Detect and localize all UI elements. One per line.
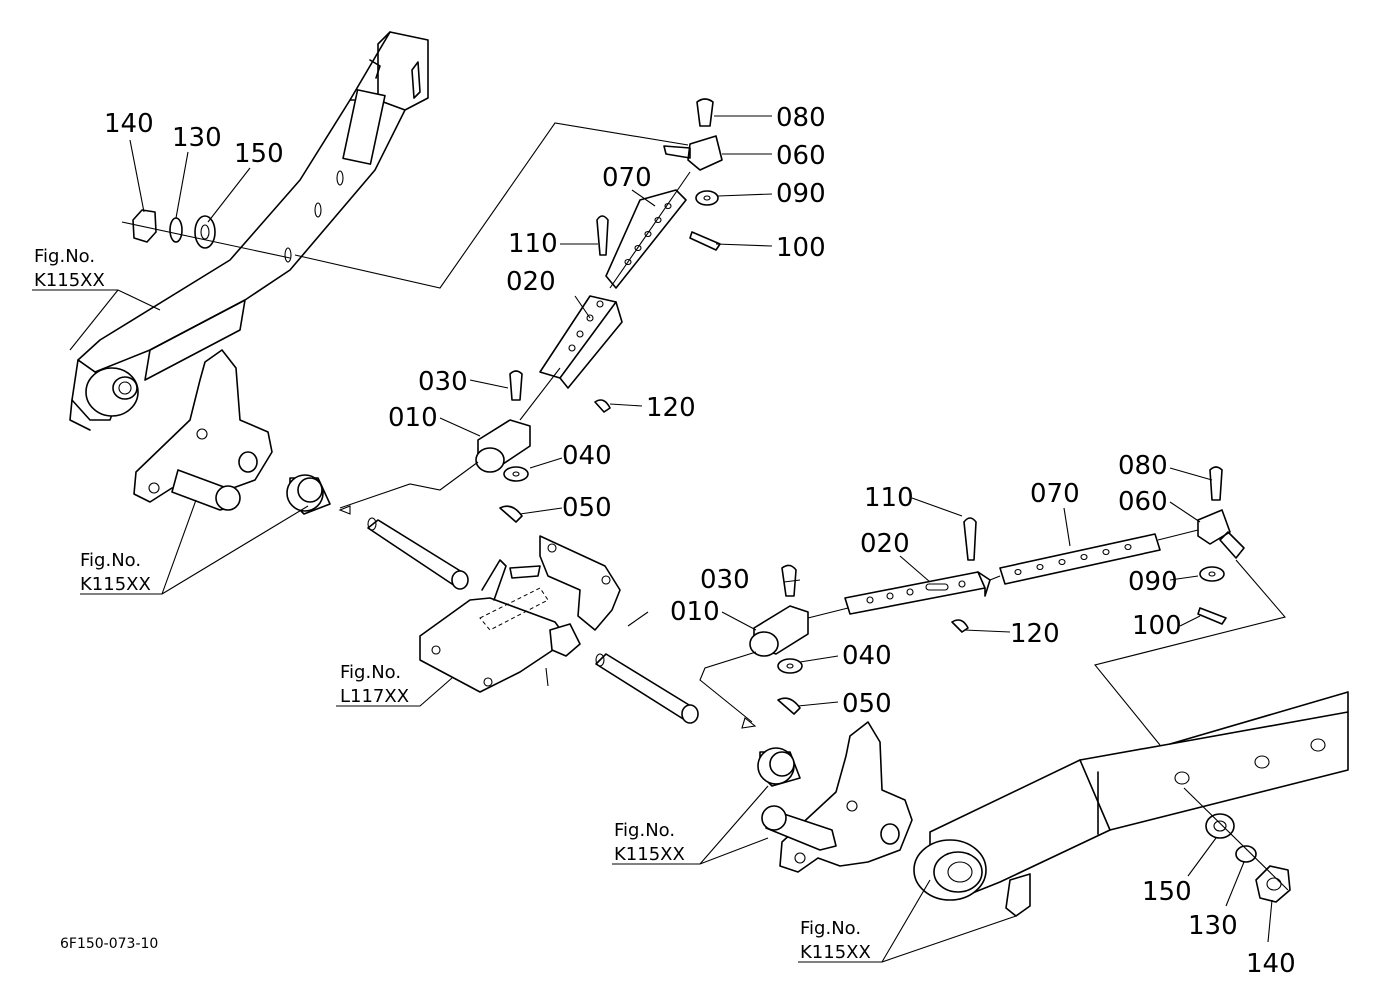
fig-ref-label: Fig.No. (80, 550, 141, 571)
callout-right-090: 090 (1128, 567, 1178, 597)
fig-reference-lower-left: Fig.No. K115XX (80, 550, 151, 595)
callout-left-030: 030 (418, 367, 468, 397)
callout-right-080: 080 (1118, 451, 1168, 481)
callout-right-150: 150 (1142, 877, 1192, 907)
right-leader-lines (699, 559, 1286, 746)
callout-right-070: 070 (1030, 479, 1080, 509)
callout-left-040: 040 (562, 441, 612, 471)
callout-right-100: 100 (1132, 611, 1182, 641)
left-check-chain-assembly (475, 98, 723, 523)
callouts-left: 140 130 150 080 060 070 090 110 100 020 … (104, 103, 826, 523)
callout-left-010: 010 (388, 403, 438, 433)
right-bracket-plate (761, 721, 913, 873)
callout-left-050: 050 (562, 493, 612, 523)
diagram-code: 6F150-073-10 (60, 936, 158, 952)
center-bracket-plate (419, 535, 649, 693)
left-lower-link-arm (69, 31, 429, 431)
callout-left-090: 090 (776, 179, 826, 209)
callout-left-130: 130 (172, 123, 222, 153)
callouts-right: 080 060 110 070 020 030 090 010 120 100 … (670, 451, 1296, 979)
callout-left-110: 110 (508, 229, 558, 259)
callout-left-140: 140 (104, 109, 154, 139)
callout-right-060: 060 (1118, 487, 1168, 517)
callout-left-120: 120 (646, 393, 696, 423)
callout-right-130: 130 (1188, 911, 1238, 941)
callout-right-020: 020 (860, 529, 910, 559)
fig-reference-upper-left: Fig.No. K115XX (34, 246, 105, 291)
fig-ref-number: L117XX (340, 686, 409, 707)
left-long-pin (367, 517, 469, 590)
fig-reference-center: Fig.No. L117XX (340, 662, 409, 707)
fig-ref-label: Fig.No. (800, 918, 861, 939)
right-collar (757, 747, 801, 787)
callout-left-060: 060 (776, 141, 826, 171)
fig-ref-number: K115XX (614, 844, 685, 865)
callout-left-080: 080 (776, 103, 826, 133)
callout-right-050: 050 (842, 689, 892, 719)
fig-ref-leaders (32, 289, 1017, 963)
callout-right-110: 110 (864, 483, 914, 513)
right-long-pin (595, 653, 699, 724)
fig-reference-bottom-right: Fig.No. K115XX (800, 918, 871, 963)
left-nut-washer-set (121, 209, 291, 259)
callout-left-020: 020 (506, 267, 556, 297)
callout-left-070: 070 (602, 163, 652, 193)
fig-ref-label: Fig.No. (340, 662, 401, 683)
fig-ref-number: K115XX (34, 270, 105, 291)
fig-ref-number: K115XX (800, 942, 871, 963)
callout-right-120: 120 (1010, 619, 1060, 649)
fig-ref-label: Fig.No. (614, 820, 675, 841)
right-check-chain-assembly (749, 466, 1245, 715)
left-collar (286, 474, 331, 515)
callout-left-150: 150 (234, 139, 284, 169)
fig-reference-lower-mid: Fig.No. K115XX (614, 820, 685, 865)
left-leader-lines (294, 122, 689, 515)
callout-left-100: 100 (776, 233, 826, 263)
left-bracket-plate (133, 349, 273, 511)
callout-right-040: 040 (842, 641, 892, 671)
callout-right-030: 030 (700, 565, 750, 595)
callout-leaders (129, 115, 1273, 943)
callout-right-140: 140 (1246, 949, 1296, 979)
fig-ref-number: K115XX (80, 574, 151, 595)
callout-right-010: 010 (670, 597, 720, 627)
fig-ref-label: Fig.No. (34, 246, 95, 267)
right-lower-link-arm (913, 691, 1349, 917)
right-nut-washer-set (1183, 787, 1291, 903)
